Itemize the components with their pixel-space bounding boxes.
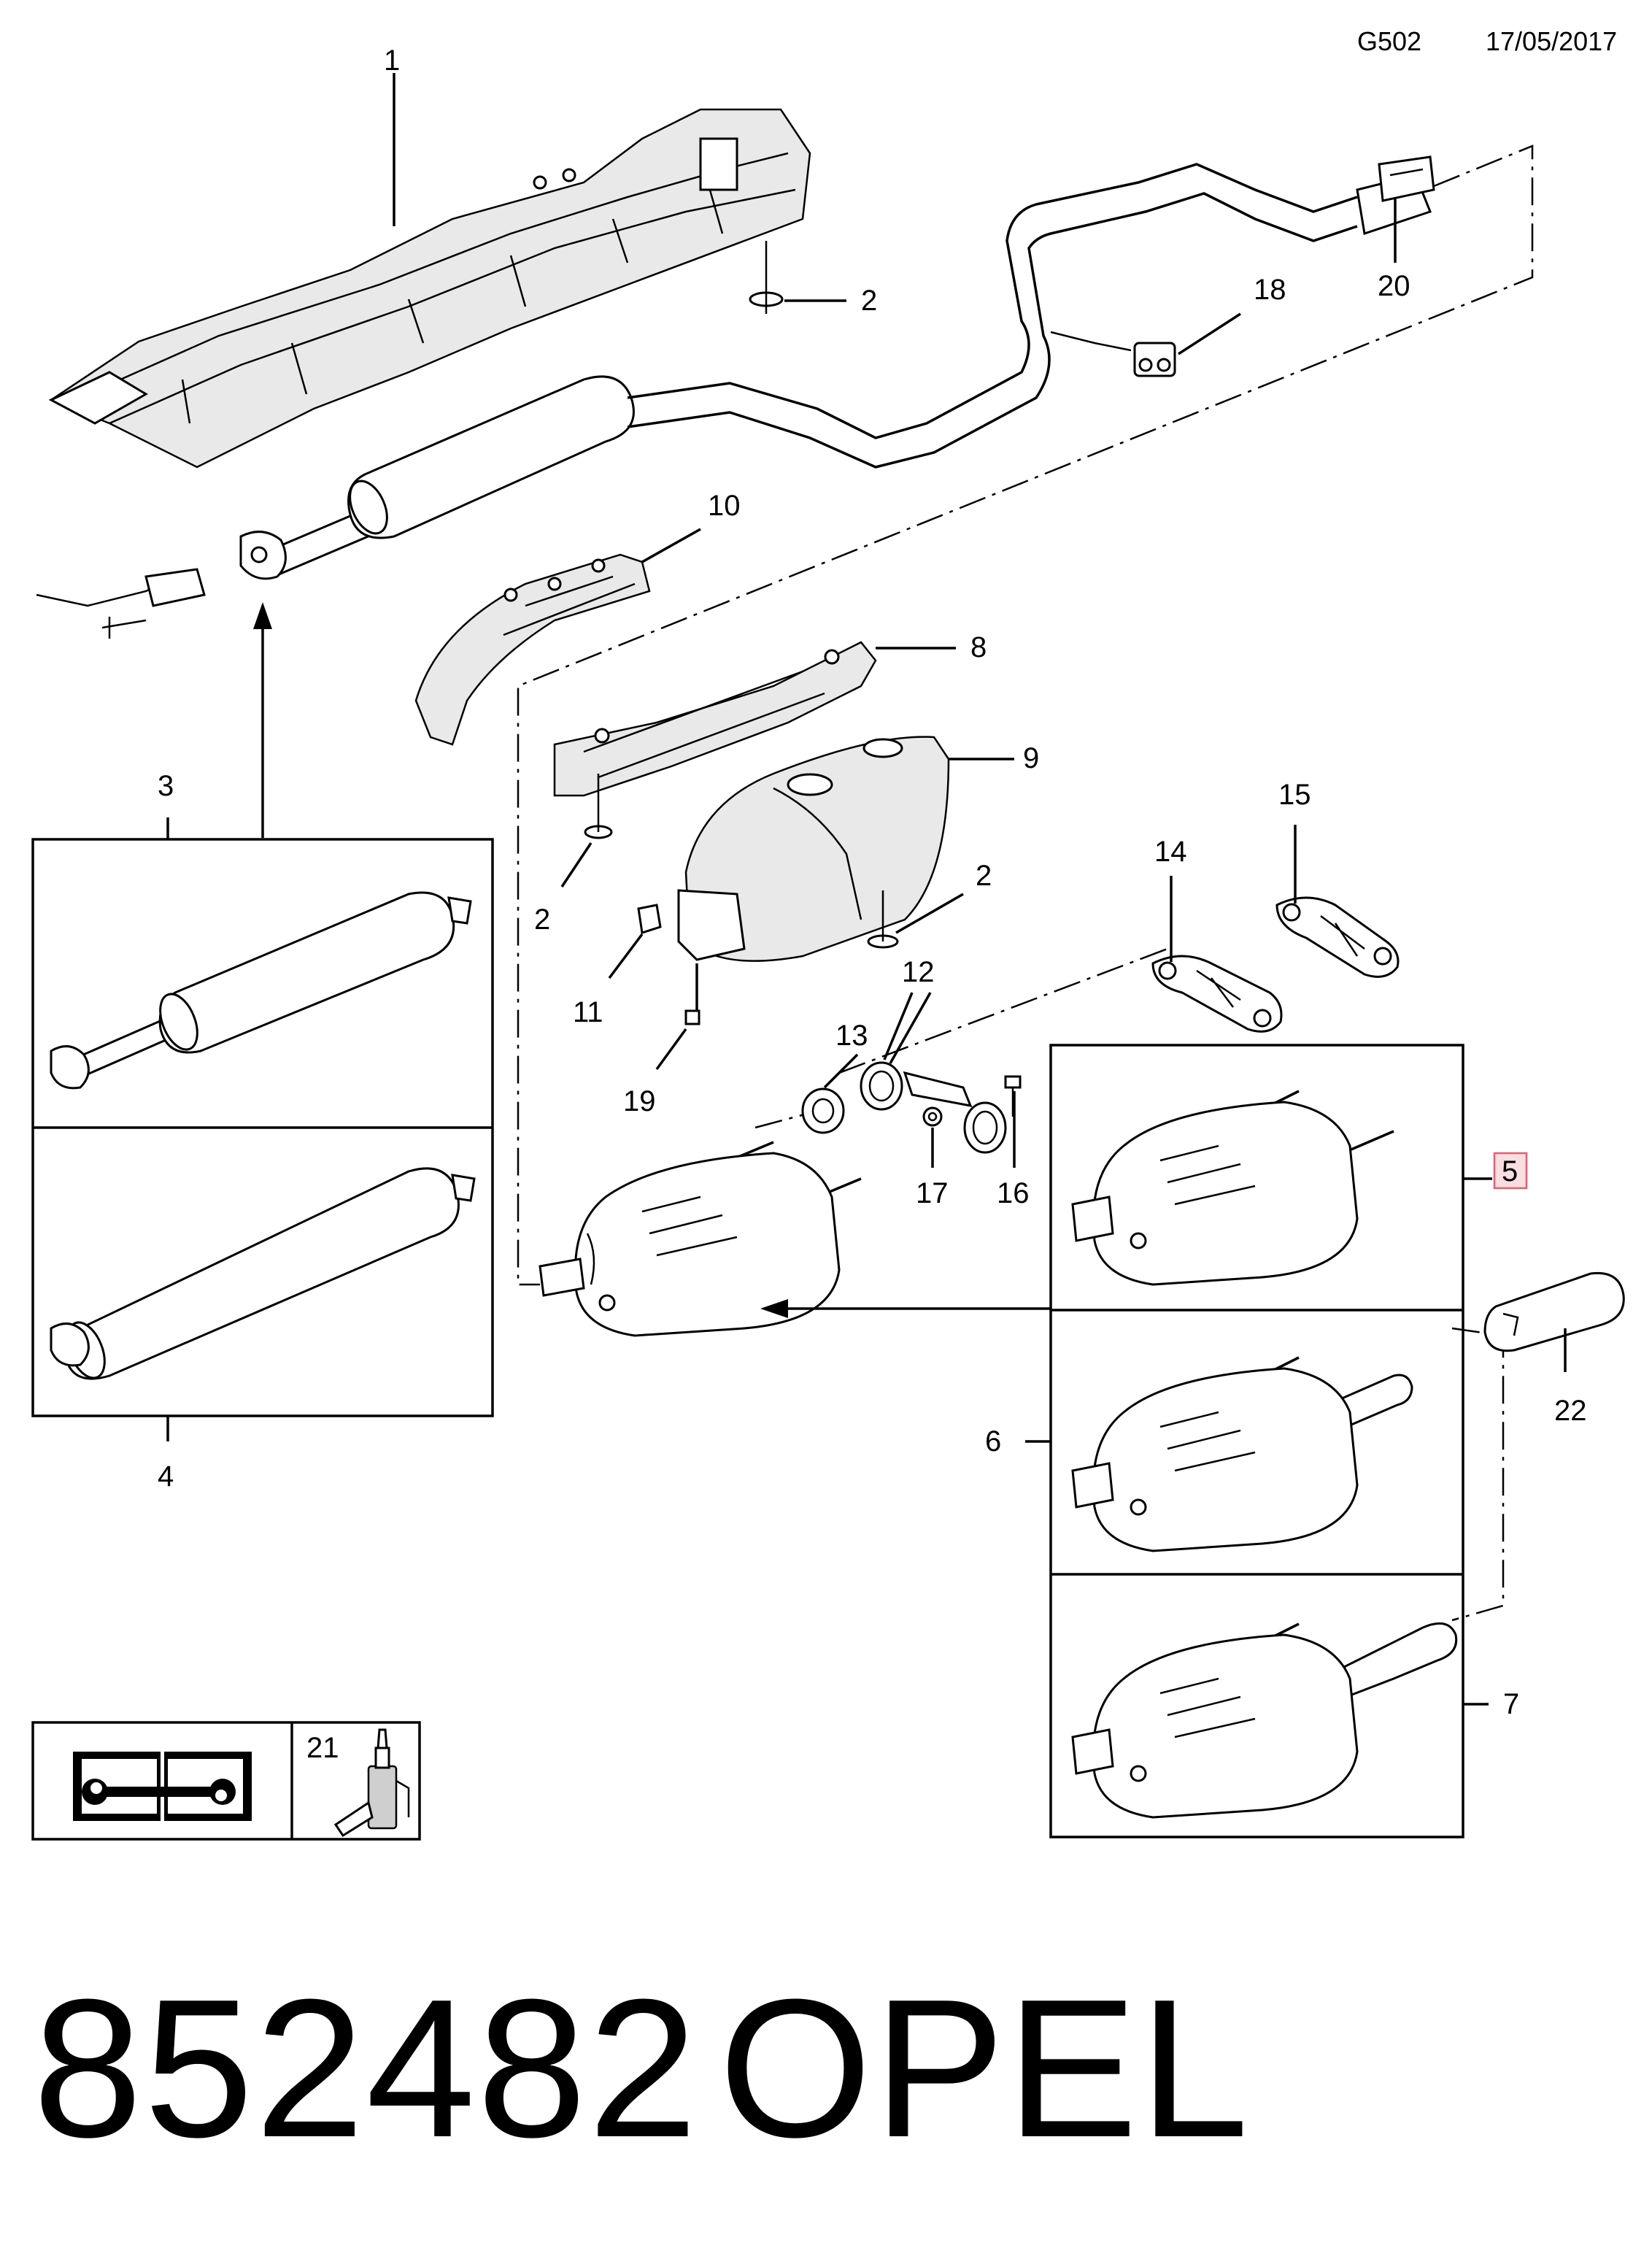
callout-11: 11 bbox=[573, 996, 603, 1028]
rear-muffler-variant-6 bbox=[1071, 1356, 1413, 1552]
callout-6: 6 bbox=[985, 1425, 1001, 1457]
clamp-rear bbox=[1378, 155, 1435, 202]
nut-19 bbox=[684, 1009, 700, 1025]
callout-20: 20 bbox=[1378, 270, 1410, 302]
brand-name: OPEL bbox=[719, 1959, 1251, 2179]
callout-16: 16 bbox=[997, 1177, 1030, 1209]
callout-14: 14 bbox=[1154, 836, 1187, 868]
callout-22: 22 bbox=[1554, 1395, 1587, 1427]
gasket-13 bbox=[801, 1087, 845, 1134]
nut-17 bbox=[922, 1106, 943, 1127]
repair-manual-icon bbox=[73, 1752, 252, 1821]
leader-2b bbox=[560, 842, 593, 887]
callout-2c: 2 bbox=[976, 860, 992, 892]
callout-18: 18 bbox=[1254, 274, 1286, 306]
arrow-head-up bbox=[253, 602, 272, 629]
legend-box bbox=[31, 1721, 421, 1841]
rear-muffler-main bbox=[539, 1141, 862, 1337]
hanger-bracket-15 bbox=[1275, 896, 1400, 978]
callout-17: 17 bbox=[916, 1177, 949, 1209]
front-muffler-variant-3 bbox=[50, 891, 472, 1090]
callout-5-highlight bbox=[1493, 1152, 1528, 1190]
heat-shield-9 bbox=[677, 736, 950, 962]
leader-12 bbox=[883, 992, 914, 1060]
tailpipe-22 bbox=[1483, 1271, 1625, 1352]
callout-9: 9 bbox=[1023, 742, 1039, 774]
callout-2a: 2 bbox=[861, 285, 877, 317]
bolt-16 bbox=[1004, 1075, 1022, 1117]
callout-21: 21 bbox=[306, 1732, 339, 1764]
callout-7: 7 bbox=[1503, 1688, 1519, 1720]
arrow-head-left bbox=[760, 1299, 788, 1318]
pipe-sketch-left bbox=[36, 568, 206, 639]
callout-5: 5 bbox=[1502, 1155, 1518, 1187]
leader-2c bbox=[895, 893, 964, 934]
callout-19: 19 bbox=[623, 1085, 656, 1117]
heat-shield-10 bbox=[414, 553, 651, 746]
front-pipe-assembly bbox=[239, 163, 1432, 580]
leader-18 bbox=[1178, 312, 1241, 355]
rear-muffler-variant-5 bbox=[1071, 1090, 1394, 1286]
clip-11 bbox=[637, 904, 662, 934]
leader-11 bbox=[608, 933, 644, 979]
heat-shield-large bbox=[48, 108, 811, 469]
diagram-code: G502 bbox=[1357, 26, 1422, 56]
heat-shield-8 bbox=[553, 641, 877, 797]
front-muffler-variant-4 bbox=[50, 1167, 476, 1380]
seal-ring-12 bbox=[860, 1061, 1007, 1154]
hanger-rubber bbox=[1050, 331, 1176, 377]
part-number: 852482 bbox=[33, 1959, 699, 2179]
callout-1: 1 bbox=[384, 45, 400, 77]
callout-10: 10 bbox=[708, 490, 741, 522]
callout-12: 12 bbox=[902, 956, 935, 988]
rear-muffler-variant-7 bbox=[1071, 1622, 1458, 1819]
leader-10 bbox=[641, 528, 701, 563]
hanger-bracket-14 bbox=[1151, 955, 1283, 1033]
callout-3: 3 bbox=[158, 770, 174, 802]
callout-13: 13 bbox=[835, 1020, 868, 1052]
leader-13 bbox=[823, 1053, 859, 1089]
adhesive-bottle-icon bbox=[333, 1728, 410, 1838]
diagram-date: 17/05/2017 bbox=[1486, 26, 1618, 56]
outline-dashdot bbox=[517, 145, 1534, 1286]
callout-4: 4 bbox=[158, 1460, 174, 1493]
callout-15: 15 bbox=[1278, 779, 1311, 811]
callout-2b: 2 bbox=[534, 904, 550, 936]
callout-8: 8 bbox=[970, 631, 987, 663]
